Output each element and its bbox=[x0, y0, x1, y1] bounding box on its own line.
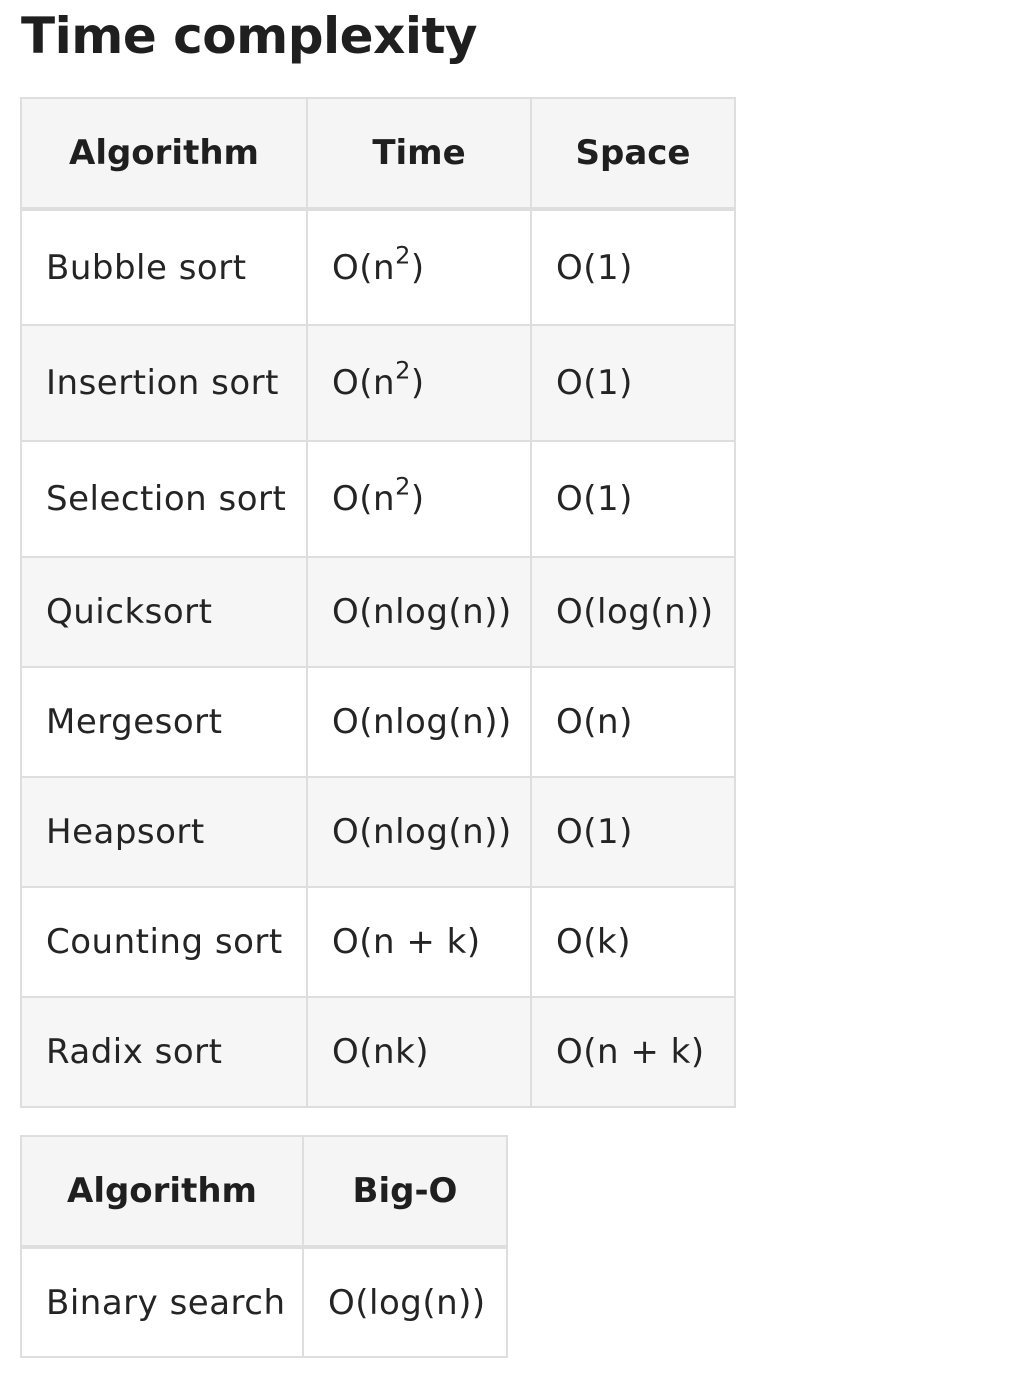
table-row: Quicksort O(nlog(n)) O(log(n)) bbox=[20, 556, 736, 668]
time-cell: O(n2) bbox=[306, 208, 532, 326]
space-cell: O(log(n)) bbox=[530, 556, 736, 668]
algorithm-cell: Heapsort bbox=[20, 776, 308, 888]
table-row: Heapsort O(nlog(n)) O(1) bbox=[20, 776, 736, 888]
table-row: Bubble sort O(n2) O(1) bbox=[20, 208, 736, 326]
algorithm-cell: Insertion sort bbox=[20, 324, 308, 442]
column-header-big-o: Big-O bbox=[302, 1135, 508, 1249]
algorithm-cell: Selection sort bbox=[20, 440, 308, 558]
time-exponent: 2 bbox=[395, 472, 411, 501]
space-cell: O(1) bbox=[530, 776, 736, 888]
time-tail: ) bbox=[410, 479, 425, 519]
table-row: Binary search O(log(n)) bbox=[20, 1246, 508, 1358]
space-cell: O(1) bbox=[530, 324, 736, 442]
space-cell: O(1) bbox=[530, 208, 736, 326]
algorithm-cell: Binary search bbox=[20, 1246, 304, 1358]
table-row: Selection sort O(n2) O(1) bbox=[20, 440, 736, 558]
algorithm-cell: Mergesort bbox=[20, 666, 308, 778]
time-base: O(n bbox=[332, 363, 396, 403]
time-cell: O(nk) bbox=[306, 996, 532, 1108]
algorithm-cell: Quicksort bbox=[20, 556, 308, 668]
time-cell: O(nlog(n)) bbox=[306, 556, 532, 668]
table-header-row: Algorithm Big-O bbox=[20, 1135, 508, 1249]
time-cell: O(n + k) bbox=[306, 886, 532, 998]
time-exponent: 2 bbox=[395, 240, 411, 269]
space-cell: O(n + k) bbox=[530, 996, 736, 1108]
space-cell: O(1) bbox=[530, 440, 736, 558]
table-row: Radix sort O(nk) O(n + k) bbox=[20, 996, 736, 1108]
space-cell: O(k) bbox=[530, 886, 736, 998]
algorithm-cell: Counting sort bbox=[20, 886, 308, 998]
algorithm-cell: Bubble sort bbox=[20, 208, 308, 326]
column-header-algorithm: Algorithm bbox=[20, 1135, 304, 1249]
time-cell: O(n2) bbox=[306, 440, 532, 558]
time-cell: O(nlog(n)) bbox=[306, 776, 532, 888]
table-row: Mergesort O(nlog(n)) O(n) bbox=[20, 666, 736, 778]
sorting-complexity-table: Algorithm Time Space Bubble sort O(n2) O… bbox=[20, 97, 736, 1108]
table-row: Counting sort O(n + k) O(k) bbox=[20, 886, 736, 998]
table-header-row: Algorithm Time Space bbox=[20, 97, 736, 211]
table-row: Insertion sort O(n2) O(1) bbox=[20, 324, 736, 442]
time-base: O(n bbox=[332, 479, 396, 519]
space-cell: O(n) bbox=[530, 666, 736, 778]
time-cell: O(nlog(n)) bbox=[306, 666, 532, 778]
algorithm-cell: Radix sort bbox=[20, 996, 308, 1108]
time-tail: ) bbox=[410, 247, 425, 288]
time-exponent: 2 bbox=[395, 356, 411, 385]
column-header-time: Time bbox=[306, 97, 532, 211]
page-title: Time complexity bbox=[21, 7, 477, 65]
time-base: O(n bbox=[332, 247, 396, 288]
time-tail: ) bbox=[410, 363, 425, 403]
search-complexity-table: Algorithm Big-O Binary search O(log(n)) bbox=[20, 1135, 508, 1358]
time-cell: O(n2) bbox=[306, 324, 532, 442]
big-o-cell: O(log(n)) bbox=[302, 1246, 508, 1358]
column-header-algorithm: Algorithm bbox=[20, 97, 308, 211]
column-header-space: Space bbox=[530, 97, 736, 211]
